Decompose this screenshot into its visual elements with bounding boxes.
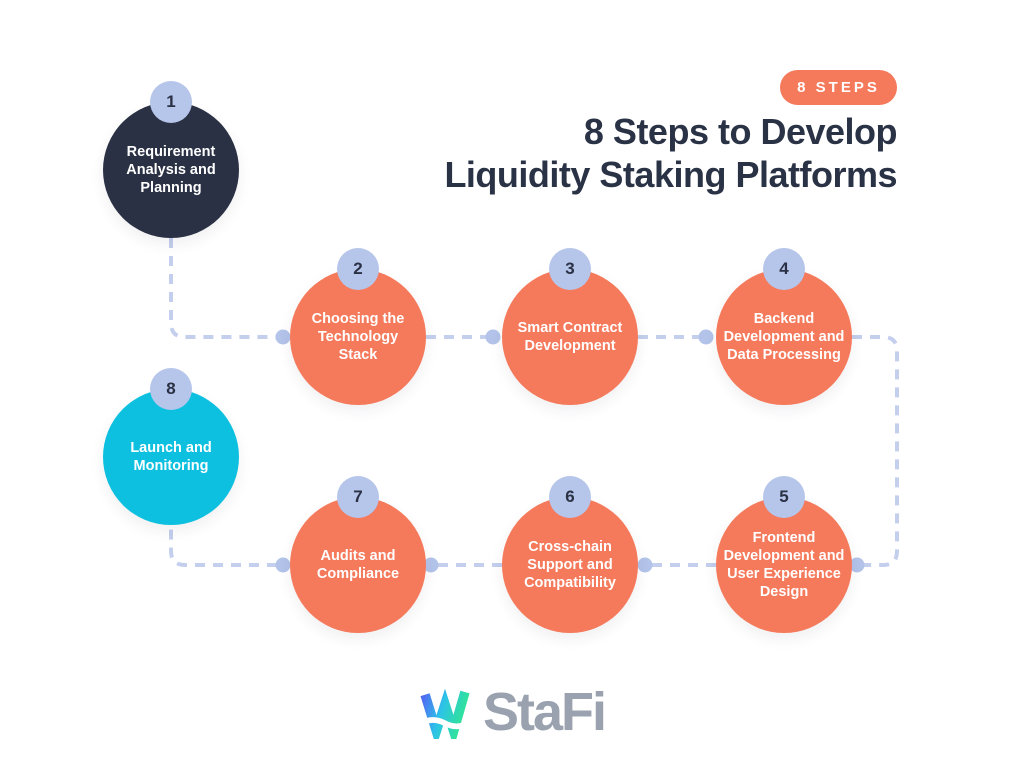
step-number-badge-7: 7 (337, 476, 379, 518)
step-number-badge-6: 6 (549, 476, 591, 518)
step-circle-6: Cross-chain Support and Compatibility (502, 497, 638, 633)
steps-count-badge: 8 STEPS (780, 70, 897, 105)
step-label-8: Launch and Monitoring (130, 440, 212, 474)
step-node-8: Launch and Monitoring 8 (103, 368, 239, 525)
page-title-line2: Liquidity Staking Platforms (444, 154, 897, 195)
connector-dot (275, 557, 291, 573)
step-number-badge-3: 3 (549, 248, 591, 290)
step-node-3: Smart Contract Development 3 (502, 248, 638, 405)
step-number-badge-1: 1 (150, 81, 192, 123)
stafi-logo: StaFi (0, 682, 1024, 742)
step-circle-2: Choosing the Technology Stack (290, 269, 426, 405)
connector-4-5 (852, 335, 899, 567)
page-title-line1: 8 Steps to Develop (583, 111, 898, 152)
connector-1-2 (169, 238, 278, 339)
step-label-6: Cross-chain Support and Compatibility (524, 539, 616, 591)
step-number-badge-4: 4 (763, 248, 805, 290)
step-circle-8: Launch and Monitoring (103, 389, 239, 525)
step-circle-1: Requirement Analysis and Planning (103, 102, 239, 238)
step-circle-4: Backend Development and Data Processing (716, 269, 852, 405)
step-label-2: Choosing the Technology Stack (311, 311, 405, 363)
stafi-logo-text: StaFi (482, 682, 607, 742)
step-number-badge-2: 2 (337, 248, 379, 290)
step-number-badge-5: 5 (763, 476, 805, 518)
connector-dot (485, 329, 501, 345)
step-node-2: Choosing the Technology Stack 2 (290, 248, 426, 405)
step-node-6: Cross-chain Support and Compatibility 6 (502, 476, 638, 633)
step-circle-5: Frontend Development and User Experience… (716, 497, 852, 633)
connector-dot (698, 329, 714, 345)
connector-dot (423, 557, 439, 573)
step-label-1: Requirement Analysis and Planning (126, 144, 216, 196)
step-circle-3: Smart Contract Development (502, 269, 638, 405)
connector-dot (637, 557, 653, 573)
step-label-5: Frontend Development and User Experience… (723, 530, 845, 600)
step-node-5: Frontend Development and User Experience… (716, 476, 852, 633)
step-node-1: Requirement Analysis and Planning 1 (103, 81, 239, 238)
connector-dot (275, 329, 291, 345)
step-number-badge-8: 8 (150, 368, 192, 410)
step-label-7: Audits and Compliance (316, 548, 400, 582)
connector-dot (849, 557, 865, 573)
step-node-7: Audits and Compliance 7 (290, 476, 426, 633)
step-node-4: Backend Development and Data Processing … (716, 248, 852, 405)
stafi-w-icon (418, 688, 471, 739)
step-label-3: Smart Contract Development (517, 320, 623, 354)
step-circle-7: Audits and Compliance (290, 497, 426, 633)
step-label-4: Backend Development and Data Processing (723, 311, 845, 363)
connector-7-8 (169, 522, 277, 567)
